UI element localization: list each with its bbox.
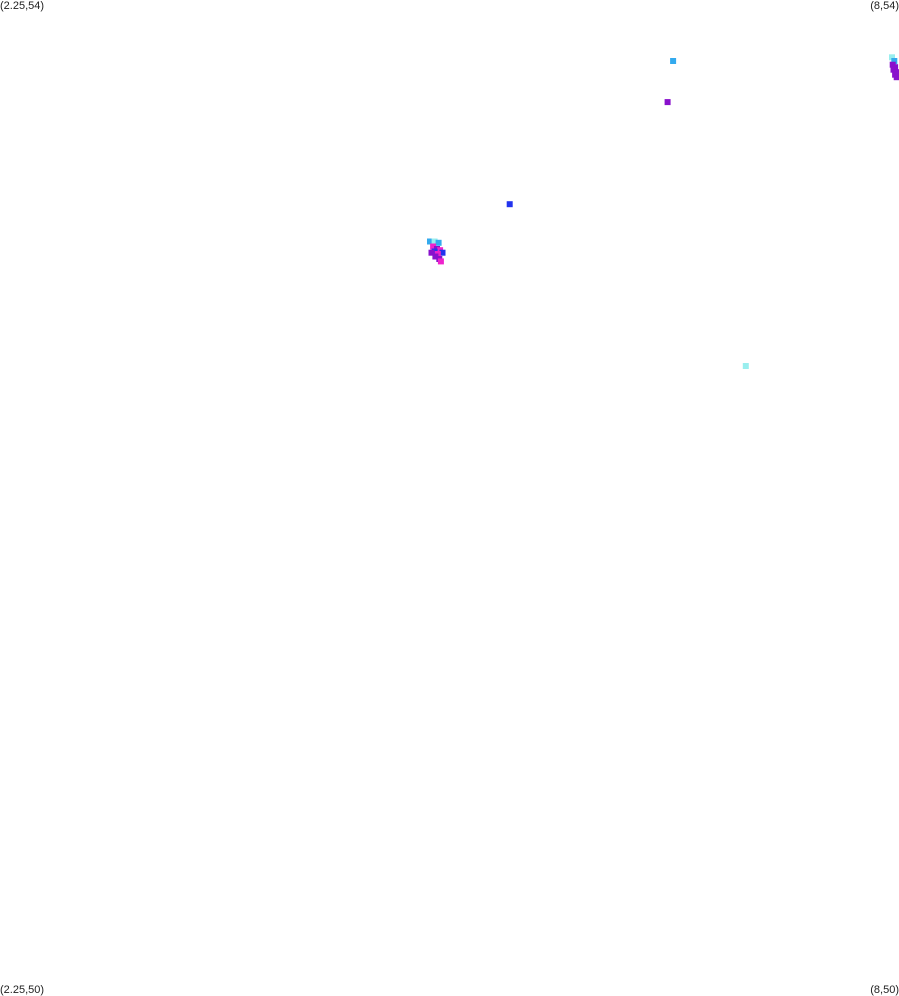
scatter-point-17 <box>889 54 895 61</box>
scatter-points <box>427 54 899 369</box>
scatter-point-3 <box>427 238 433 245</box>
corner-label-top-left: (2.25,54) <box>0 0 45 12</box>
scatter-point-0 <box>670 58 677 64</box>
corner-label-bottom-left: (2.25,50) <box>0 984 45 996</box>
scatter-point-5 <box>435 239 442 246</box>
scatter-point-15 <box>437 258 444 265</box>
scatter-point-2 <box>506 201 513 208</box>
scatter-point-6 <box>430 243 437 250</box>
scatter-point-21 <box>890 66 897 73</box>
scatter-point-4 <box>431 238 438 245</box>
scatter-point-10 <box>428 249 435 256</box>
scatter-point-9 <box>431 248 438 255</box>
corner-label-top-right: (8,54) <box>870 0 899 12</box>
scatter-point-11 <box>439 249 446 256</box>
scatter-point-25 <box>893 74 899 81</box>
scatter-point-1 <box>664 99 671 106</box>
scatter-point-13 <box>432 253 439 260</box>
scatter-point-16 <box>742 363 749 369</box>
corner-label-bottom-right: (8,50) <box>870 984 899 996</box>
scatter-point-18 <box>891 58 898 64</box>
